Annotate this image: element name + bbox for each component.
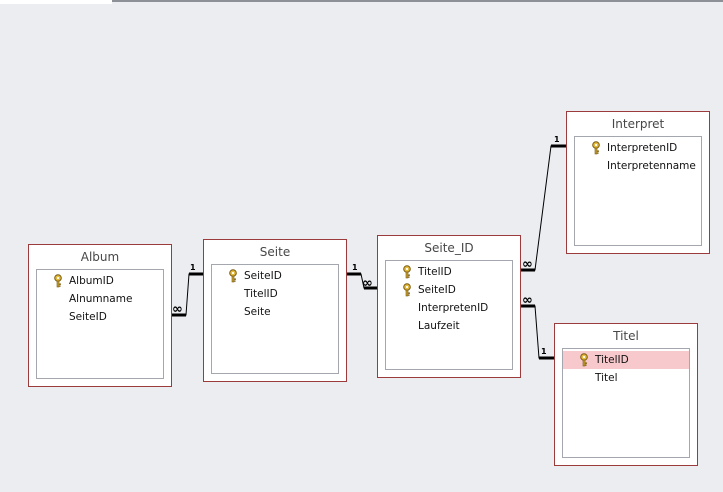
table-title-seite-id[interactable]: Seite_ID — [424, 241, 474, 255]
window-top-border — [0, 0, 723, 2]
rel-seiteid-interpret — [521, 145, 567, 271]
field-row[interactable]: Titel — [563, 369, 689, 387]
field-name: TitelID — [244, 288, 278, 300]
field-name: InterpretenID — [607, 142, 678, 154]
table-title-titel[interactable]: Titel — [613, 329, 639, 343]
field-name: InterpretenID — [418, 302, 489, 314]
table-interpret[interactable]: Interpret InterpretenID Interpretenname — [566, 111, 710, 254]
field-name: Titel — [595, 372, 618, 384]
field-row[interactable]: AlbumID — [37, 272, 163, 290]
field-list-interpret[interactable]: InterpretenID Interpretenname — [574, 136, 702, 246]
field-name: SeiteID — [244, 270, 282, 282]
field-name: AlbumID — [69, 275, 114, 287]
rel-album-seite-one: 1 — [190, 263, 196, 272]
primary-key-icon — [53, 274, 63, 288]
field-name: SeiteID — [418, 284, 456, 296]
field-row[interactable]: Alnumname — [37, 290, 163, 308]
field-name: Interpretenname — [607, 160, 696, 172]
rel-seiteid-titel-one: 1 — [541, 347, 547, 356]
table-titel[interactable]: Titel TitelID Titel — [554, 323, 698, 466]
primary-key-icon — [579, 353, 589, 367]
rel-seite-seiteid-one: 1 — [352, 263, 358, 272]
field-name: Alnumname — [69, 293, 133, 305]
table-title-interpret[interactable]: Interpret — [611, 117, 665, 131]
rel-seiteid-titel-many: ∞ — [522, 293, 533, 308]
field-row[interactable]: TitelID — [386, 263, 512, 281]
table-title-album[interactable]: Album — [80, 250, 120, 264]
field-row[interactable]: SeiteID — [212, 267, 338, 285]
field-row[interactable]: Seite — [212, 303, 338, 321]
rel-album-seite-many: ∞ — [172, 302, 183, 317]
field-name: TitelID — [595, 354, 629, 366]
tab-strip — [0, 0, 112, 4]
primary-key-icon — [402, 265, 412, 279]
field-name: SeiteID — [69, 311, 107, 323]
field-row[interactable]: InterpretenID — [386, 299, 512, 317]
field-row[interactable]: Interpretenname — [575, 157, 701, 175]
primary-key-icon — [228, 269, 238, 283]
rel-seite-seiteid-many: ∞ — [362, 276, 373, 291]
rel-seiteid-interpret-one: 1 — [554, 135, 560, 144]
table-seite-id[interactable]: Seite_ID TitelID SeiteID InterpretenID Lauf… — [377, 235, 521, 378]
field-list-titel[interactable]: TitelID Titel — [562, 348, 690, 458]
table-title-seite[interactable]: Seite — [259, 245, 291, 259]
field-row[interactable]: TitelID — [563, 351, 689, 369]
field-row[interactable]: SeiteID — [386, 281, 512, 299]
field-name: TitelID — [418, 266, 452, 278]
field-row[interactable]: InterpretenID — [575, 139, 701, 157]
rel-seiteid-interpret-many: ∞ — [522, 257, 533, 272]
field-row[interactable]: SeiteID — [37, 308, 163, 326]
primary-key-icon — [591, 141, 601, 155]
field-list-seite[interactable]: SeiteID TitelID Seite — [211, 264, 339, 374]
rel-seiteid-titel — [521, 305, 555, 359]
field-row[interactable]: TitelID — [212, 285, 338, 303]
table-seite[interactable]: Seite SeiteID TitelID Seite — [203, 239, 347, 382]
field-name: Laufzeit — [418, 320, 460, 332]
field-name: Seite — [244, 306, 271, 318]
field-list-seite-id[interactable]: TitelID SeiteID InterpretenID Laufzeit — [385, 260, 513, 370]
primary-key-icon — [402, 283, 412, 297]
field-row[interactable]: Laufzeit — [386, 317, 512, 335]
